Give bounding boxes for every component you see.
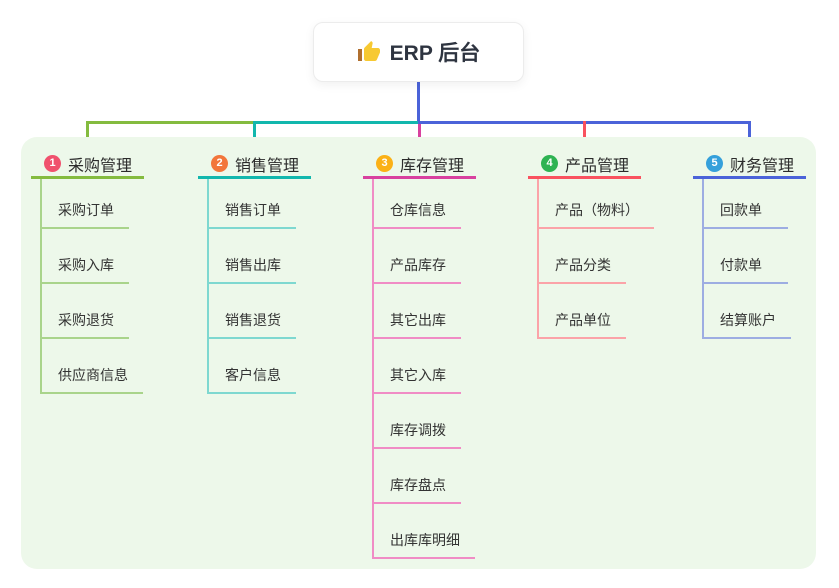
branch-finance: 5 财务管理 回款单 付款单 结算账户	[693, 151, 819, 339]
connector-drop-finance	[748, 121, 751, 152]
branch-children: 销售订单 销售出库 销售退货 客户信息	[198, 179, 296, 394]
node-sales-order[interactable]: 销售订单	[207, 179, 296, 229]
branch-title-product[interactable]: 4 产品管理	[528, 151, 654, 176]
node-other-inbound[interactable]: 其它入库	[372, 339, 461, 394]
branch-children: 回款单 付款单 结算账户	[693, 179, 791, 339]
branch-title-underline	[363, 176, 476, 179]
root-node-erp[interactable]: ERP 后台	[313, 22, 524, 82]
branch-product: 4 产品管理 产品（物料） 产品分类 产品单位	[528, 151, 654, 339]
branch-title-label: 采购管理	[68, 157, 133, 175]
connector-drop-purchase	[86, 121, 89, 152]
node-sales-outbound[interactable]: 销售出库	[207, 229, 296, 284]
branch-title-label: 销售管理	[235, 157, 300, 175]
branch-title-finance[interactable]: 5 财务管理	[693, 151, 819, 176]
node-sales-return[interactable]: 销售退货	[207, 284, 296, 339]
node-customer-info[interactable]: 客户信息	[207, 339, 296, 394]
badge-2: 2	[211, 155, 228, 172]
branch-title-underline	[198, 176, 311, 179]
node-stock-count[interactable]: 库存盘点	[372, 449, 461, 504]
node-supplier-info[interactable]: 供应商信息	[40, 339, 143, 394]
branches-panel	[21, 137, 816, 569]
branch-inventory: 3 库存管理 仓库信息 产品库存 其它出库 其它入库 库存调拨 库存盘点 出库库…	[363, 151, 489, 559]
connector-drop-sales	[253, 121, 256, 152]
branch-children: 采购订单 采购入库 采购退货 供应商信息	[31, 179, 143, 394]
node-purchase-order[interactable]: 采购订单	[40, 179, 129, 229]
branch-title-underline	[528, 176, 641, 179]
branch-children: 仓库信息 产品库存 其它出库 其它入库 库存调拨 库存盘点 出库库明细	[363, 179, 475, 559]
node-receipt-order[interactable]: 回款单	[702, 179, 788, 229]
node-payment-order[interactable]: 付款单	[702, 229, 788, 284]
badge-5: 5	[706, 155, 723, 172]
badge-1: 1	[44, 155, 61, 172]
branch-title-purchase[interactable]: 1 采购管理	[31, 151, 157, 176]
branch-children: 产品（物料） 产品分类 产品单位	[528, 179, 654, 339]
branch-title-label: 产品管理	[565, 157, 630, 175]
connector-drop-product	[583, 121, 586, 152]
node-product-category[interactable]: 产品分类	[537, 229, 626, 284]
connector-horizontal-green	[86, 121, 254, 124]
badge-3: 3	[376, 155, 393, 172]
node-purchase-return[interactable]: 采购退货	[40, 284, 129, 339]
node-other-outbound[interactable]: 其它出库	[372, 284, 461, 339]
node-product-stock[interactable]: 产品库存	[372, 229, 461, 284]
branch-title-inventory[interactable]: 3 库存管理	[363, 151, 489, 176]
branch-title-underline	[31, 176, 144, 179]
branch-purchase: 1 采购管理 采购订单 采购入库 采购退货 供应商信息	[31, 151, 157, 394]
branch-title-sales[interactable]: 2 销售管理	[198, 151, 324, 176]
connector-horizontal-teal	[253, 121, 419, 124]
node-warehouse-info[interactable]: 仓库信息	[372, 179, 461, 229]
node-stock-transfer[interactable]: 库存调拨	[372, 394, 461, 449]
branch-title-underline	[693, 176, 806, 179]
node-settlement-account[interactable]: 结算账户	[702, 284, 791, 339]
branch-title-label: 库存管理	[400, 157, 465, 175]
branch-sales: 2 销售管理 销售订单 销售出库 销售退货 客户信息	[198, 151, 324, 394]
badge-4: 4	[541, 155, 558, 172]
thumbs-up-icon	[357, 40, 381, 64]
node-outbound-detail[interactable]: 出库库明细	[372, 504, 475, 559]
branch-title-label: 财务管理	[730, 157, 795, 175]
node-product-unit[interactable]: 产品单位	[537, 284, 626, 339]
node-purchase-inbound[interactable]: 采购入库	[40, 229, 129, 284]
root-node-label: ERP 后台	[389, 42, 481, 65]
connector-root-drop	[417, 82, 420, 123]
node-product-material[interactable]: 产品（物料）	[537, 179, 654, 229]
